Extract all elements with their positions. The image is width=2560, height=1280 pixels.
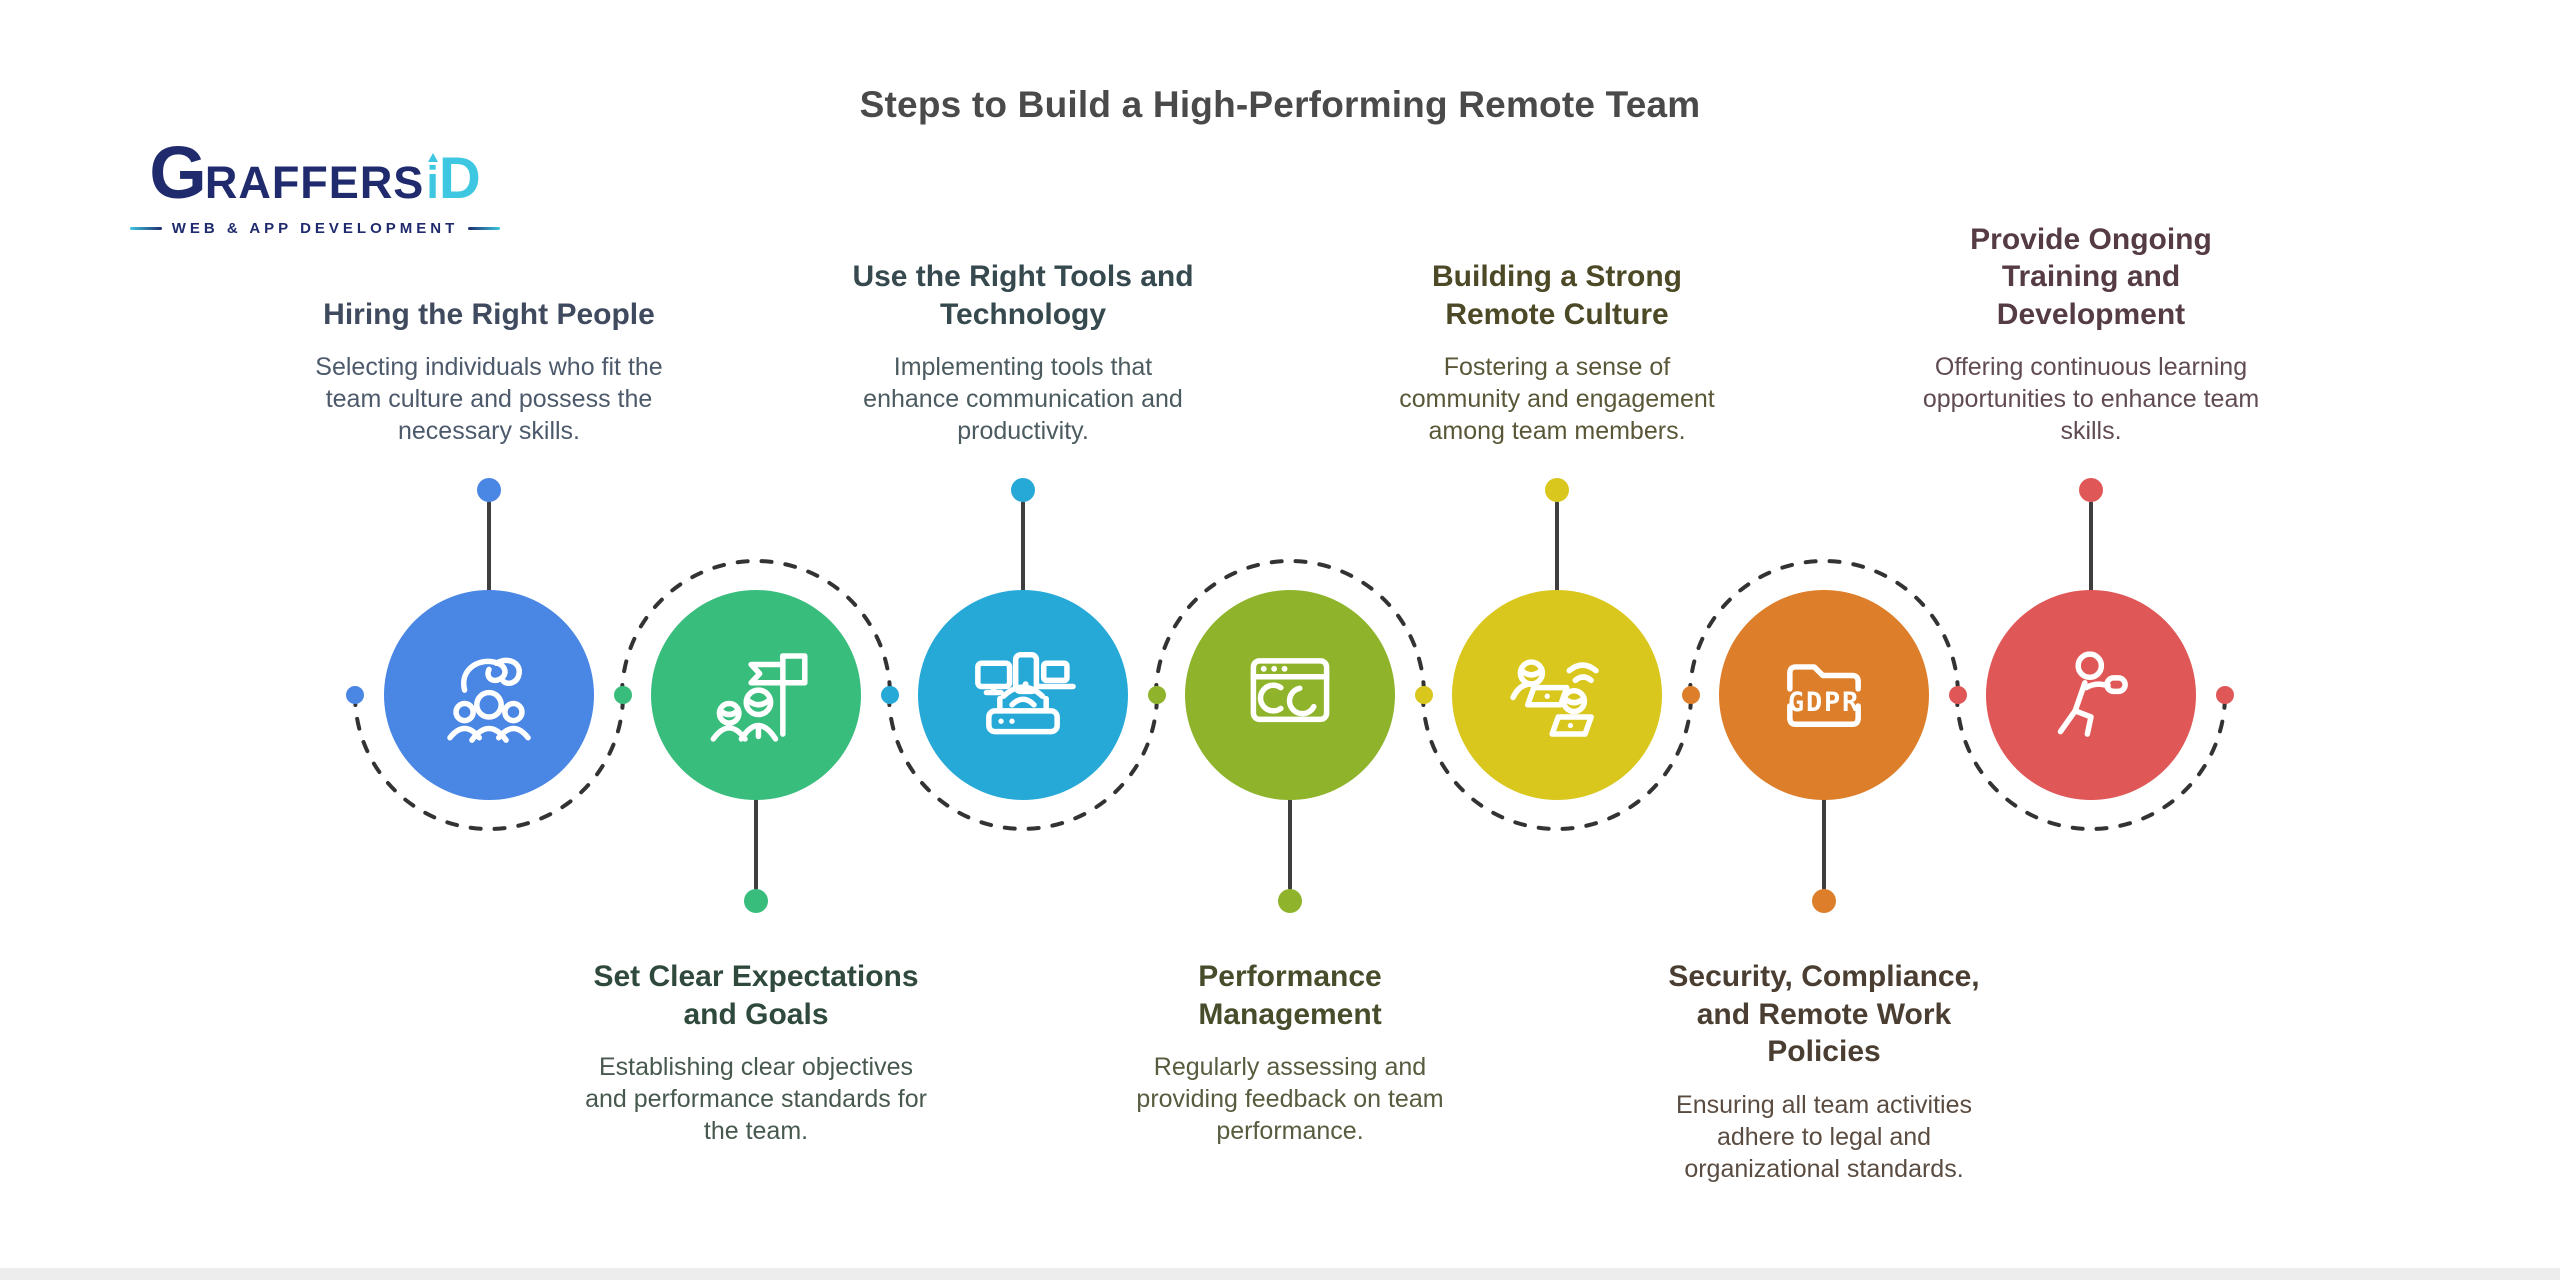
junction-dots <box>346 686 2234 704</box>
hiring-people-icon <box>447 657 531 743</box>
gdpr-folder-icon: GDPR <box>1787 664 1861 728</box>
tagline-rule-right <box>468 227 500 230</box>
step-text-7: Provide Ongoing Training and Development… <box>1906 221 2276 448</box>
junction-dot-7 <box>1949 686 1967 704</box>
stem-dot-step-7 <box>2079 478 2103 502</box>
brand-tagline: WEB & APP DEVELOPMENT <box>171 220 459 237</box>
tagline-rule-left <box>130 227 162 230</box>
training-person-icon <box>2057 651 2128 737</box>
step-description-3: Implementing tools that enhance communic… <box>863 353 1183 445</box>
remote-collaboration-icon <box>1510 659 1599 737</box>
step-text-3: Use the Right Tools and Technology Imple… <box>838 258 1208 447</box>
step-circle-7 <box>1986 590 2196 800</box>
step-title-5: Building a Strong Remote Culture <box>1432 260 1682 331</box>
step-title-4: Performance Management <box>1198 960 1382 1031</box>
gdpr-label: GDPR <box>1788 687 1860 718</box>
stem-dot-step-1 <box>477 478 501 502</box>
junction-dot-3 <box>881 686 899 704</box>
slide-bottom-edge <box>0 1268 2560 1280</box>
step-title-2: Set Clear Expectations and Goals <box>593 960 919 1031</box>
step-text-4: Performance Management Regularly assessi… <box>1105 958 1475 1147</box>
junction-dot-8 <box>2216 686 2234 704</box>
stem-dot-step-5 <box>1545 478 1569 502</box>
step-description-5: Fostering a sense of community and engag… <box>1399 353 1715 445</box>
junction-dot-2 <box>614 686 632 704</box>
step-title-3: Use the Right Tools and Technology <box>852 260 1194 331</box>
step-circle-2 <box>651 590 861 800</box>
step-circle-6: GDPR <box>1719 590 1929 800</box>
step-description-2: Establishing clear objectives and perfor… <box>585 1053 927 1145</box>
stem-dots <box>477 478 2103 913</box>
junction-dot-5 <box>1415 686 1433 704</box>
goals-flag-icon <box>710 653 808 742</box>
page-title: Steps to Build a High-Performing Remote … <box>859 84 1701 125</box>
stems <box>487 501 2093 890</box>
step-description-7: Offering continuous learning opportuniti… <box>1922 353 2260 445</box>
logo-text-raffers: RAFFERS <box>204 157 425 208</box>
step-description-1: Selecting individuals who fit the team c… <box>315 353 663 445</box>
step-text-1: Hiring the Right People Selecting indivi… <box>304 296 674 448</box>
stem-dot-step-3 <box>1011 478 1035 502</box>
stem-dot-step-2 <box>744 889 768 913</box>
brand-tagline-row: WEB & APP DEVELOPMENT <box>130 220 500 237</box>
stem-dot-step-6 <box>1812 889 1836 913</box>
step-circle-5 <box>1452 590 1662 800</box>
stem-dot-step-4 <box>1278 889 1302 913</box>
step-circle-4 <box>1185 590 1395 800</box>
step-title-1: Hiring the Right People <box>323 297 655 331</box>
step-description-4: Regularly assessing and providing feedba… <box>1136 1053 1444 1145</box>
performance-browser-icon <box>1250 658 1330 723</box>
logo-pencil-i: i <box>426 157 439 208</box>
junction-dot-1 <box>346 686 364 704</box>
step-description-6: Ensuring all team activities adhere to l… <box>1676 1090 1972 1183</box>
step-circle-1 <box>384 590 594 800</box>
step-circle-3 <box>918 590 1128 800</box>
brand-logo: G RAFFERS i D WEB & APP DEVELOPMENT <box>130 136 500 237</box>
step-title-7: Provide Ongoing Training and Development <box>1970 222 2212 331</box>
devices-router-icon <box>975 651 1076 735</box>
step-text-2: Set Clear Expectations and Goals Establi… <box>571 958 941 1147</box>
step-text-5: Building a Strong Remote Culture Fosteri… <box>1372 258 1742 447</box>
logo-letter-d: D <box>438 146 481 211</box>
brand-wordmark: G RAFFERS i D <box>130 136 500 210</box>
logo-letter-g: G <box>149 131 207 214</box>
step-text-6: Security, Compliance, and Remote Work Po… <box>1639 958 2009 1185</box>
step-title-6: Security, Compliance, and Remote Work Po… <box>1668 960 1980 1068</box>
junction-dot-4 <box>1148 686 1166 704</box>
junction-dot-6 <box>1682 686 1700 704</box>
